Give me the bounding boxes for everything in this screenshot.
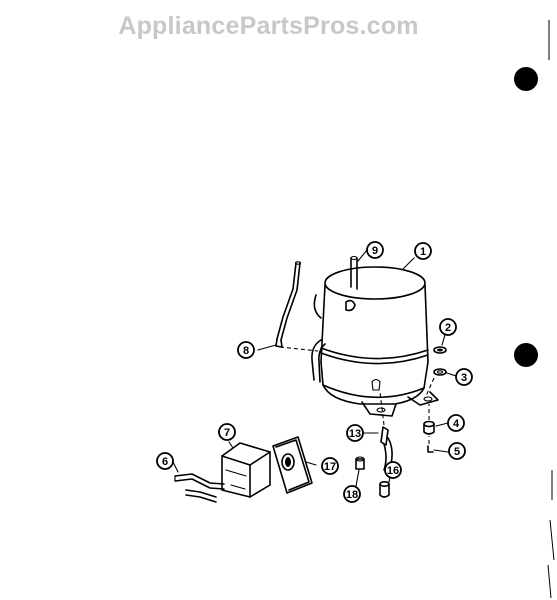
callout-2: 2 — [439, 318, 457, 336]
callout-circle — [237, 341, 255, 359]
callout-circle — [414, 242, 432, 260]
leader-3-to-foot — [425, 377, 435, 397]
punch-hole-top — [514, 67, 538, 91]
callout-label: 2 — [445, 322, 451, 334]
callout-circle — [343, 485, 361, 503]
callout-label: 13 — [349, 428, 361, 440]
terminal-cap-part-16 — [379, 480, 390, 498]
callout-label: 3 — [461, 372, 467, 384]
callout-circle — [366, 241, 384, 259]
wire-part-6 — [174, 473, 225, 503]
callout-circle — [218, 423, 236, 441]
cover-part-17 — [272, 436, 313, 494]
callout-circle — [156, 452, 174, 470]
nut-part-18 — [355, 456, 365, 470]
callout-circle — [439, 318, 457, 336]
washer-part-3 — [433, 368, 447, 376]
callout-label: 16 — [387, 465, 399, 477]
callout-9: 9 — [366, 241, 384, 259]
leader-8-to-compressor — [279, 346, 319, 352]
callout-circle — [455, 368, 473, 386]
callout-13: 13 — [346, 424, 364, 442]
callout-label: 18 — [346, 489, 358, 501]
tube-part-8 — [275, 261, 302, 348]
callout-17: 17 — [321, 457, 339, 475]
compressor — [311, 255, 439, 417]
callout-label: 1 — [420, 246, 426, 258]
callout-8: 8 — [237, 341, 255, 359]
callouts: 1 2 3 4 5 6 7 8 9 13 16 17 18 — [156, 241, 473, 503]
callout-circle — [321, 457, 339, 475]
callout-circle — [346, 424, 364, 442]
relay-part-7 — [221, 442, 271, 498]
spacer-part-4 — [423, 420, 435, 435]
callout-label: 4 — [453, 418, 460, 430]
callout-7: 7 — [218, 423, 236, 441]
callout-label: 8 — [243, 345, 249, 357]
page-edge — [547, 20, 555, 599]
callout-6: 6 — [156, 452, 174, 470]
watermark: AppliancePartsPros.com — [118, 12, 419, 40]
callout-16: 16 — [384, 461, 402, 479]
callout-4: 4 — [447, 414, 465, 432]
callout-circle — [447, 414, 465, 432]
punch-hole-bottom — [514, 343, 538, 367]
callout-circle — [448, 442, 466, 460]
callout-label: 5 — [454, 446, 460, 458]
callout-leaders — [172, 249, 457, 487]
callout-label: 7 — [224, 427, 230, 439]
grommet-part-2 — [433, 346, 447, 354]
callout-3: 3 — [455, 368, 473, 386]
callout-label: 17 — [324, 461, 336, 473]
clip-part-5 — [427, 445, 434, 453]
callout-label: 6 — [162, 456, 168, 468]
callout-18: 18 — [343, 485, 361, 503]
callout-5: 5 — [448, 442, 466, 460]
callout-circle — [384, 461, 402, 479]
callout-1: 1 — [414, 242, 432, 260]
callout-label: 9 — [372, 245, 378, 257]
